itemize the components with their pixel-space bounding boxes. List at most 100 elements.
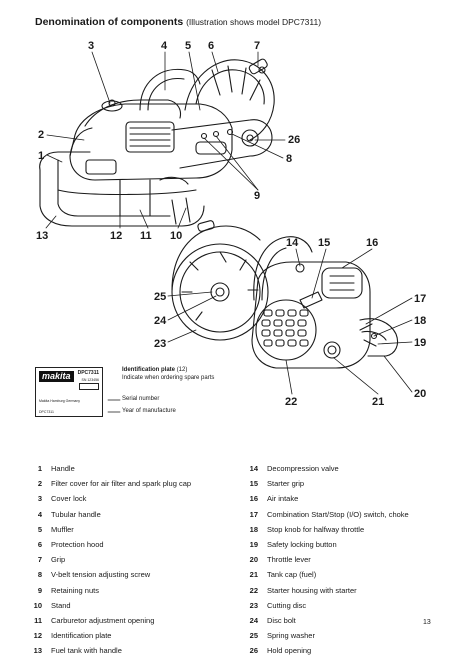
- list-item: 22 Starter housing with starter: [236, 583, 409, 598]
- callout-16: 16: [366, 237, 378, 249]
- item-number: 5: [37, 524, 42, 534]
- manual-page: Denomination of components (Illustration…: [34, 16, 431, 655]
- list-item: 19 Safety locking button: [236, 537, 409, 552]
- callout-9: 9: [254, 190, 260, 202]
- item-number: 20: [249, 555, 258, 565]
- item-number: 17: [249, 509, 258, 519]
- item-label: Stop knob for halfway throttle: [267, 524, 365, 534]
- starter-grid: [261, 309, 309, 347]
- item-label: Muffler: [51, 524, 74, 534]
- item-label: Starter housing with starter: [267, 585, 357, 595]
- list-item: 15 Starter grip: [236, 476, 409, 491]
- item-number: 23: [249, 600, 258, 610]
- item-number: 10: [33, 600, 42, 610]
- item-number: 14: [249, 464, 258, 474]
- plate-brand-logo: makita: [39, 371, 74, 382]
- callout-8: 8: [286, 153, 292, 165]
- callout-10: 10: [170, 230, 182, 242]
- item-label: V-belt tension adjusting screw: [51, 570, 151, 580]
- components-list-left: 1 Handle 2 Filter cover for air filter and…: [20, 461, 191, 658]
- callout-13: 13: [36, 230, 48, 242]
- callout-1: 1: [38, 150, 44, 162]
- lower-cutter-drawing: [171, 220, 399, 369]
- list-item: 20 Throttle lever: [236, 552, 409, 567]
- plate-code: DPC7311: [39, 410, 54, 414]
- callout-numbers: 3 4 5 6 7 2 1 26 8 9 13 12 11 10 14 15 1…: [36, 40, 426, 408]
- item-label: Protection hood: [51, 540, 104, 550]
- page-title: Denomination of components (Illustration…: [35, 16, 321, 28]
- callout-14: 14: [286, 237, 299, 249]
- item-label: Grip: [51, 555, 66, 565]
- callout-25: 25: [154, 291, 166, 303]
- item-number: 19: [249, 540, 258, 550]
- callout-19: 19: [414, 337, 426, 349]
- callout-18: 18: [414, 315, 426, 327]
- page-number: 13: [423, 619, 431, 626]
- list-item: 26 Hold opening: [236, 643, 409, 658]
- plate-info-text: Indicate when ordering spare parts: [122, 375, 215, 381]
- list-item: 14 Decompression valve: [236, 461, 409, 476]
- item-number: 26: [249, 646, 258, 656]
- item-label: Cutting disc: [267, 600, 307, 610]
- callout-15: 15: [318, 237, 330, 249]
- list-item: 2 Filter cover for air filter and spark p…: [20, 476, 191, 491]
- callout-17: 17: [414, 293, 426, 305]
- item-label: Spring washer: [267, 631, 315, 641]
- item-number: 24: [249, 615, 258, 625]
- item-label: Fuel tank with handle: [51, 646, 122, 656]
- list-item: 10 Stand: [20, 598, 191, 613]
- item-label: Handle: [51, 464, 75, 474]
- item-label: Starter grip: [267, 479, 305, 489]
- callout-23: 23: [154, 338, 166, 350]
- plate-serial-small: SN 123456: [81, 378, 99, 382]
- item-number: 2: [37, 479, 42, 489]
- item-number: 12: [33, 631, 42, 641]
- item-label: Tank cap (fuel): [267, 570, 317, 580]
- upper-cutter-drawing: [39, 58, 275, 227]
- plate-maker: Makita Hamburg Germany: [39, 399, 81, 403]
- item-number: 22: [249, 585, 258, 595]
- item-number: 16: [249, 494, 258, 504]
- item-number: 4: [37, 509, 42, 519]
- item-number: 18: [249, 524, 258, 534]
- item-label: Filter cover for air filter and spark pl…: [51, 479, 192, 489]
- list-item: 17 Combination Start/Stop (I/O) switch, c…: [236, 507, 409, 522]
- plate-info: Identification plate (12) Indicate when …: [122, 366, 214, 382]
- item-label: Throttle lever: [267, 555, 311, 565]
- item-number: 11: [34, 615, 42, 625]
- item-label: Decompression valve: [267, 464, 339, 474]
- callout-24: 24: [154, 315, 167, 327]
- item-label: Cover lock: [51, 494, 87, 504]
- plate-year-label: Year of manufacture: [122, 408, 176, 414]
- item-number: 1: [37, 464, 42, 474]
- callout-26: 26: [288, 134, 300, 146]
- callout-11: 11: [140, 230, 152, 242]
- item-label: Hold opening: [267, 646, 312, 656]
- callout-7: 7: [254, 40, 260, 52]
- callout-3: 3: [88, 40, 94, 52]
- callout-5: 5: [185, 40, 191, 52]
- plate-info-title: Identification plate: [122, 367, 176, 373]
- item-label: Stand: [51, 600, 71, 610]
- leader-lines: [45, 51, 413, 413]
- callout-21: 21: [372, 396, 384, 408]
- list-item: 12 Identification plate: [20, 628, 191, 643]
- power-cutter-illustrations: 3 4 5 6 7 2 1 26 8 9 13 12 11 10 14 15 1…: [36, 40, 426, 413]
- item-label: Combination Start/Stop (I/O) switch, cho…: [267, 509, 409, 519]
- plate-serial-label: Serial number: [122, 396, 160, 402]
- item-label: Safety locking button: [267, 540, 337, 550]
- callout-2: 2: [38, 129, 44, 141]
- item-number: 15: [249, 479, 258, 489]
- list-item: 1 Handle: [20, 461, 191, 476]
- item-number: 9: [37, 585, 42, 595]
- item-label: Identification plate: [51, 631, 112, 641]
